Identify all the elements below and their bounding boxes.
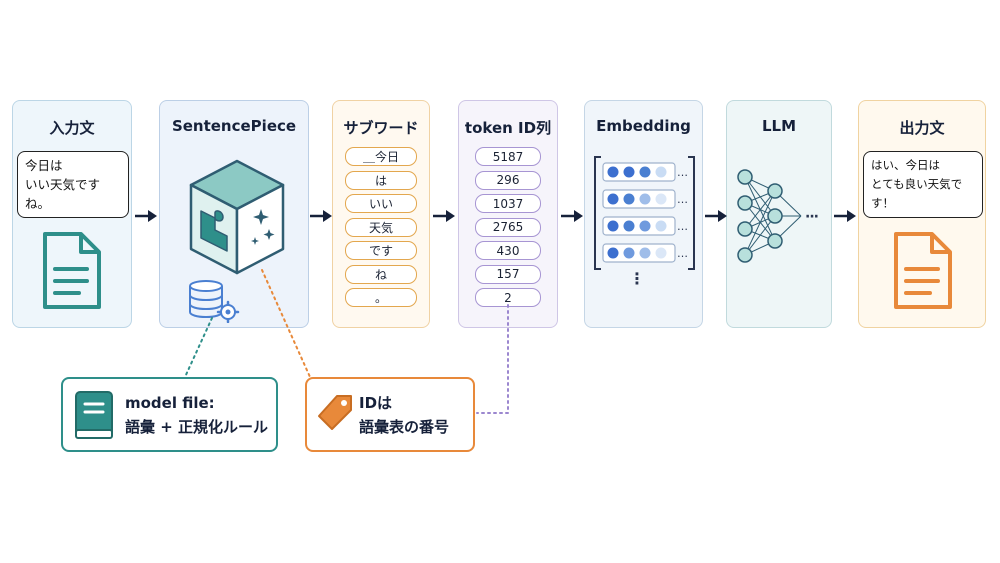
stage-subword-title: サブワード xyxy=(343,119,419,137)
input-speech-bubble: 今日は いい天気ですね。 xyxy=(17,151,129,218)
output-speech-bubble: はい、今日は とても良い天気です！ xyxy=(863,151,983,218)
input-bubble-line-1: 今日は xyxy=(25,158,63,173)
stage-embedding-title: Embedding xyxy=(596,117,691,135)
connector-model-file xyxy=(184,317,213,378)
callout-id-meaning-text: IDは 語彙表の番号 xyxy=(359,391,449,439)
flow-arrow xyxy=(834,210,856,222)
token-id-list: 5187 296 1037 2765 430 157 2 xyxy=(459,147,557,307)
puzzle-cube-icon xyxy=(189,159,285,275)
token-id: 157 xyxy=(475,264,541,284)
output-bubble-line-1: はい、今日は xyxy=(871,158,940,172)
stage-sentencepiece: SentencePiece xyxy=(159,100,309,328)
token-id: 2765 xyxy=(475,217,541,237)
subword-token: 。 xyxy=(345,288,417,307)
embedding-matrix-icon: … … … … xyxy=(594,156,695,270)
token-id: 1037 xyxy=(475,194,541,213)
svg-text:…: … xyxy=(677,220,688,233)
flow-arrow xyxy=(310,210,332,222)
subword-token: ね xyxy=(345,264,417,284)
embedding-ellipsis: ⋮ xyxy=(629,269,645,288)
callout-model-file-text: model file: 語彙 + 正規化ルール xyxy=(125,391,268,439)
stage-input-title: 入力文 xyxy=(49,119,95,137)
stage-llm-title: LLM xyxy=(761,117,797,135)
callout-id-meaning-line-1: IDは xyxy=(359,394,393,412)
stage-token-ids-title: token ID列 xyxy=(464,119,552,137)
document-icon xyxy=(894,232,952,309)
neural-network-node xyxy=(737,169,753,185)
embedding-vector-rows: … … … … xyxy=(602,162,688,263)
neural-network-node xyxy=(737,247,753,263)
neural-network-node xyxy=(737,195,753,211)
subword-token: いい xyxy=(345,194,417,213)
llm-ellipsis: ··· xyxy=(805,209,819,225)
subword-token: です xyxy=(345,241,417,260)
neural-network-node xyxy=(767,233,783,249)
subword-token: 天気 xyxy=(345,217,417,237)
book-icon xyxy=(75,391,113,439)
neural-network-nodes xyxy=(737,169,783,263)
token-id: 296 xyxy=(475,170,541,190)
flow-arrow xyxy=(433,210,455,222)
svg-text:…: … xyxy=(677,193,688,206)
flow-arrow xyxy=(705,210,727,222)
svg-text:…: … xyxy=(677,166,688,179)
connector-token-id xyxy=(476,304,509,414)
embedding-vector-row: … xyxy=(602,162,688,182)
token-id: 430 xyxy=(475,241,541,260)
stage-subword: サブワード ＿今日 は いい 天気 です ね 。 xyxy=(332,100,430,328)
output-bubble-line-2: とても良い天気です！ xyxy=(871,177,963,210)
callout-id-meaning: IDは 語彙表の番号 xyxy=(305,377,475,452)
embedding-vector-row: … xyxy=(602,216,688,236)
callout-model-file-line-1: model file: xyxy=(125,394,215,412)
svg-text:…: … xyxy=(677,247,688,260)
input-bubble-line-2: いい天気ですね。 xyxy=(25,177,101,211)
subword-token: は xyxy=(345,170,417,190)
stage-embedding: Embedding … … … … ⋮ xyxy=(584,100,703,328)
stage-output: 出力文 はい、今日は とても良い天気です！ xyxy=(858,100,986,328)
embedding-vector-row: … xyxy=(602,243,688,263)
document-icon xyxy=(43,232,101,309)
stage-input: 入力文 今日は いい天気ですね。 xyxy=(12,100,132,328)
neural-network-node xyxy=(767,183,783,199)
stage-llm: LLM ··· xyxy=(726,100,832,328)
embedding-vector-row: … xyxy=(602,189,688,209)
database-gear-icon xyxy=(189,280,240,323)
flow-arrow xyxy=(135,210,157,222)
neural-network-icon xyxy=(737,169,802,263)
subword-token-list: ＿今日 は いい 天気 です ね 。 xyxy=(333,147,429,307)
token-id: 5187 xyxy=(475,147,541,166)
neural-network-node xyxy=(737,221,753,237)
flow-arrow xyxy=(561,210,583,222)
stage-token-ids: token ID列 5187 296 1037 2765 430 157 2 xyxy=(458,100,558,328)
neural-network-node xyxy=(767,208,783,224)
connector-id-meaning xyxy=(261,269,311,378)
callout-model-file-line-2: 語彙 + 正規化ルール xyxy=(125,418,269,436)
stage-output-title: 出力文 xyxy=(899,119,945,137)
subword-token: ＿今日 xyxy=(345,147,417,166)
tag-icon xyxy=(318,395,352,430)
callout-id-meaning-line-2: 語彙表の番号 xyxy=(359,418,450,436)
callout-model-file: model file: 語彙 + 正規化ルール xyxy=(61,377,278,452)
stage-sentencepiece-title: SentencePiece xyxy=(171,117,297,135)
